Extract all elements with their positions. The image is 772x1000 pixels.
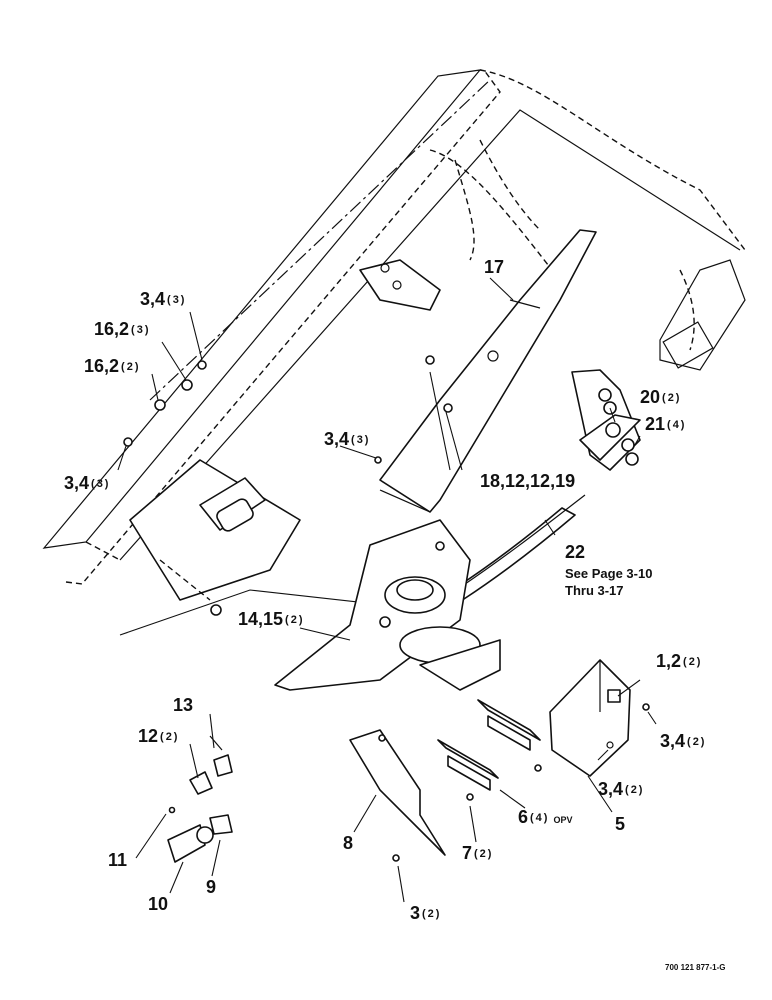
main-frame-plate bbox=[119, 459, 431, 636]
callout-16-2-b: 16,2(2) bbox=[84, 356, 141, 376]
callout-3-4-right: 3,4(2) bbox=[660, 731, 707, 751]
callout-1-2: 1,2(2) bbox=[656, 651, 703, 671]
callout-21: 21(4) bbox=[645, 414, 687, 434]
callout-13: 13 bbox=[173, 695, 194, 715]
callout-7: 7(2) bbox=[462, 843, 494, 863]
callout-9: 9 bbox=[206, 877, 217, 897]
callout-3-4-shield: 3,4(2) bbox=[598, 779, 645, 799]
callout-6: 6(4)OPV bbox=[518, 807, 573, 827]
gearbox-mount-plate bbox=[274, 519, 501, 691]
callout-11: 11 bbox=[108, 850, 128, 870]
part-5-shield bbox=[549, 659, 631, 777]
callout-10: 10 bbox=[148, 894, 169, 914]
upper-bracket bbox=[359, 259, 441, 311]
callout-3: 3(2) bbox=[410, 903, 442, 923]
callout-20: 20(2) bbox=[640, 387, 682, 407]
callout-3-4-mid: 3,4(3) bbox=[324, 429, 371, 449]
callout-14-15: 14,15(2) bbox=[238, 609, 305, 629]
callout-5: 5 bbox=[615, 814, 626, 834]
callout-12: 12(2) bbox=[138, 726, 180, 746]
callout-16-2-a: 16,2(3) bbox=[94, 319, 151, 339]
callout-18-12-12-19: 18,12,12,19 bbox=[480, 471, 576, 491]
callout-22: 22 bbox=[565, 542, 586, 562]
callout-17: 17 bbox=[484, 257, 505, 277]
callout-8: 8 bbox=[343, 833, 354, 853]
callout-3-4-left: 3,4(3) bbox=[64, 473, 111, 493]
part-17-arm bbox=[379, 229, 597, 513]
part-8-bracket bbox=[349, 729, 446, 856]
callout-3-4-top: 3,4(3) bbox=[140, 289, 187, 309]
tie-rod-hardware bbox=[167, 735, 233, 863]
leader-lines bbox=[117, 277, 657, 903]
hardware-bolts bbox=[123, 355, 650, 862]
part-6-straps bbox=[437, 699, 541, 791]
idler-bracket bbox=[571, 369, 641, 471]
figure-code: 700 121 877-1-G bbox=[665, 963, 726, 972]
header-drum bbox=[429, 69, 746, 371]
